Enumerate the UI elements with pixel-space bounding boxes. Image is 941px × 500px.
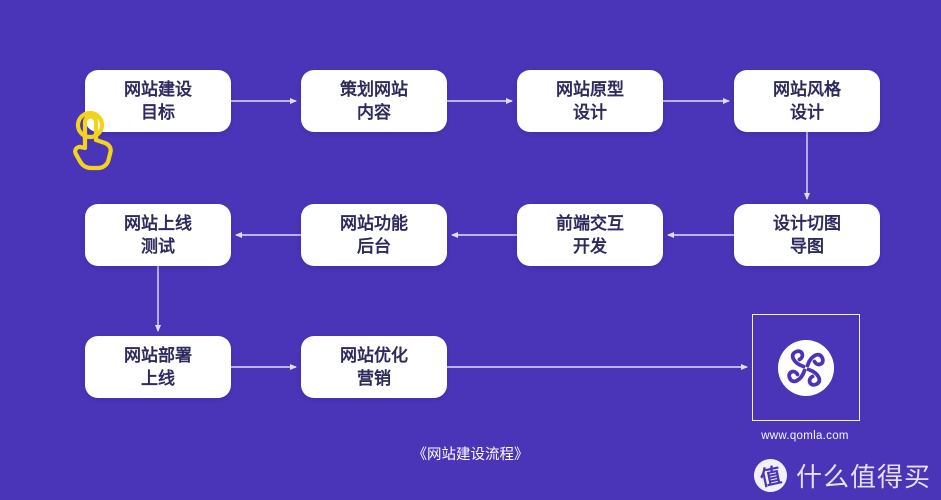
- flow-node-frontend-dev: 前端交互 开发: [517, 204, 663, 266]
- flow-node-backend-functions: 网站功能 后台: [301, 204, 447, 266]
- qomla-logo-box: [752, 314, 860, 421]
- flow-node-prototype-design: 网站原型 设计: [517, 70, 663, 132]
- diagram-caption: 《网站建设流程》: [412, 447, 529, 463]
- smzdm-brand-text: 什么值得买: [795, 462, 931, 492]
- flow-node-style-design: 网站风格 设计: [734, 70, 880, 132]
- flow-node-website-goal: 网站建设 目标: [85, 70, 231, 132]
- smzdm-watermark: 值 什么值得买: [750, 455, 931, 496]
- flow-node-design-slicing: 设计切图 导图: [734, 204, 880, 266]
- flow-node-deploy-launch: 网站部署 上线: [85, 336, 231, 398]
- qomla-logo-icon: [778, 339, 834, 396]
- flow-node-online-testing: 网站上线 测试: [85, 204, 231, 266]
- tap-ring-icon: [75, 110, 105, 140]
- qomla-url: www.qomla.com: [761, 430, 849, 442]
- flow-node-optimize-marketing: 网站优化 营销: [301, 336, 447, 398]
- tap-finger-icon: [73, 114, 113, 171]
- smzdm-logo-icon: 值: [750, 455, 791, 496]
- tap-hand-icon: [73, 110, 113, 171]
- flow-node-plan-content: 策划网站 内容: [301, 70, 447, 132]
